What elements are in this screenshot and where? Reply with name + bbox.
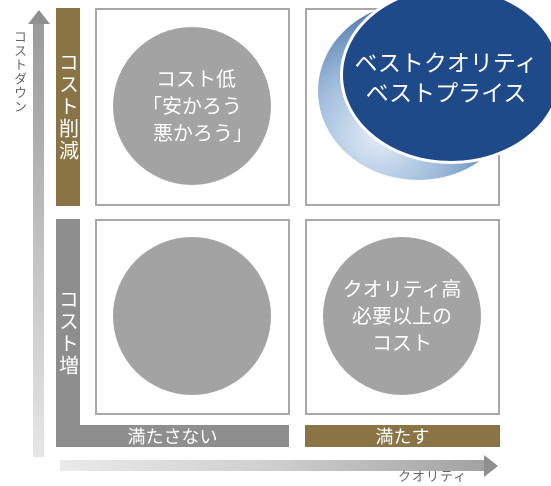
cost-up-bar: コスト増: [56, 219, 80, 447]
circle-top-left-line3: 悪かろう」: [153, 120, 253, 145]
met-bar: 満たす: [305, 425, 500, 448]
cost-cut-label: コスト削減: [55, 52, 80, 162]
best-quality-best-price-badge: ベストクオリティ ベストプライス: [340, 0, 551, 164]
y-axis-line: [33, 22, 44, 457]
x-axis-label: クオリティ: [398, 470, 468, 485]
high-quality-high-cost-circle: クオリティ高 必要以上の コスト: [323, 237, 481, 395]
y-axis-label: コストダウン: [11, 30, 26, 114]
not-met-bar: 満たさない: [56, 425, 289, 448]
circle-top-left-line2: 「安かろう: [142, 93, 242, 118]
not-met-label: 満たさない: [127, 427, 218, 448]
badge-line2: ベストプライス: [365, 81, 527, 107]
badge-line1: ベストクオリティ: [354, 51, 538, 78]
circle-bottom-right-line2: 必要以上の: [352, 303, 452, 328]
empty-circle: [113, 237, 271, 395]
cost-up-label: コスト増: [55, 289, 80, 377]
x-axis-arrow-icon: [484, 455, 498, 477]
cheap-low-quality-circle: コスト低 「安かろう 悪かろう」: [113, 27, 271, 185]
circle-bottom-right-line3: コスト: [372, 330, 432, 355]
y-axis-arrow-icon: [28, 10, 50, 24]
x-axis-line: [60, 460, 485, 471]
circle-top-left-line1: コスト低: [156, 66, 236, 91]
circle-bottom-right-line1: クオリティ高: [342, 276, 462, 301]
met-label: 満たす: [375, 427, 430, 448]
cost-cut-bar: コスト削減: [56, 8, 80, 206]
